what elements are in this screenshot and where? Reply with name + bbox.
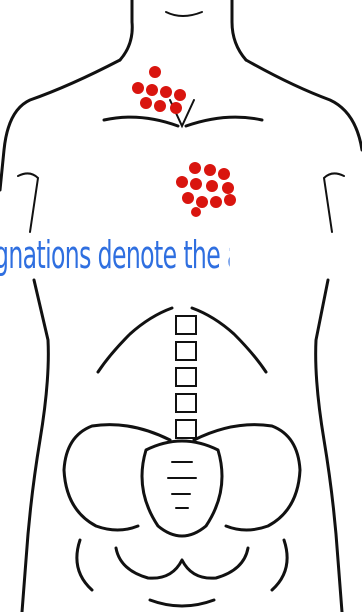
left-shoulder [0,60,120,190]
clavicle-right [186,117,262,126]
marker-dot [204,164,216,176]
sternum-marker-cluster [176,162,236,217]
rib-cage-right [192,308,266,372]
pectoral-left [18,173,38,232]
clavicle-left [104,117,178,126]
marker-dot [140,97,152,109]
marker-dot [190,178,202,190]
vertebra [176,420,196,438]
vertebra [176,394,196,412]
marker-dot [206,180,218,192]
marker-dot [146,84,158,96]
vertebra [176,342,196,360]
neck-outline [120,0,246,60]
marker-dot [174,89,186,101]
marker-dot [224,194,236,206]
chin-line [166,12,202,16]
sacrum-line [168,462,196,508]
marker-dot [132,82,144,94]
rib-cage-left [98,308,172,372]
marker-dot [218,168,230,180]
pelvis-right-ilium [194,425,300,530]
pectoral-right [324,173,344,232]
marker-dot [160,86,172,98]
torso-left [22,280,48,612]
marker-dot [149,66,161,78]
neck-marker-cluster [132,66,186,114]
right-shoulder [246,60,362,150]
vertebra [176,316,196,334]
torso-right [316,280,342,612]
marker-dot [222,182,234,194]
hip-joints [77,540,287,606]
marker-dot [210,196,222,208]
marker-dot [182,192,194,204]
caption-text: gnations denote the a [0,232,230,278]
marker-dot [154,100,166,112]
marker-dot [189,162,201,174]
vertebra [176,368,196,386]
pelvis-left-ilium [64,425,170,530]
marker-dot [196,196,208,208]
marker-dot [191,207,201,217]
marker-dot [176,176,188,188]
pelvis-lower [116,548,248,578]
sacrum [142,441,222,536]
marker-dot [170,102,182,114]
